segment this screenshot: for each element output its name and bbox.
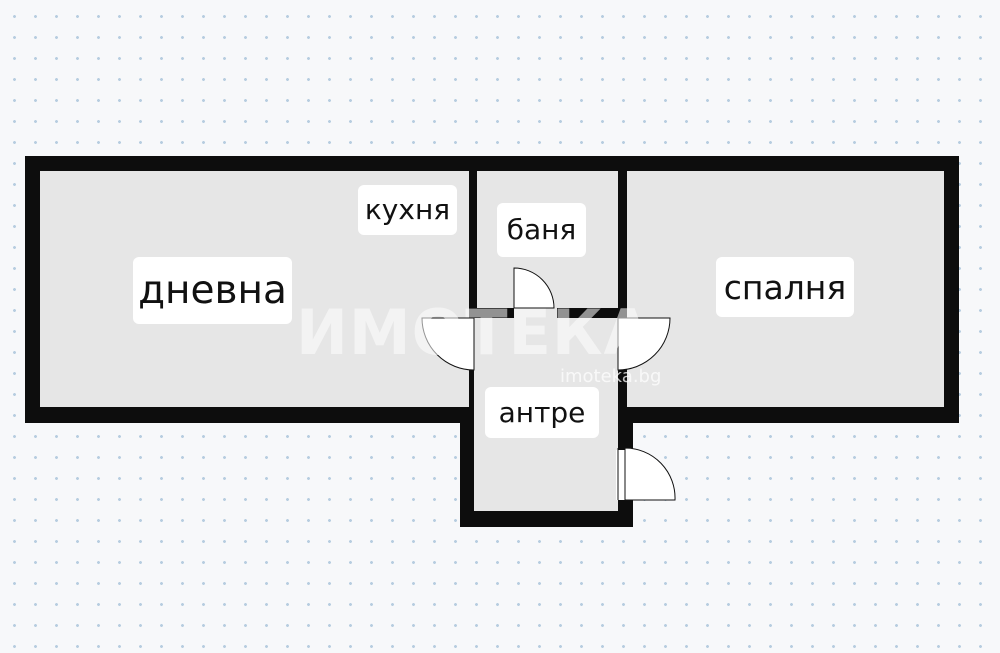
room-label-bedroom: спалня <box>716 257 854 317</box>
watermark-logo: ИМОТЕКА <box>296 296 653 369</box>
room-label-bathroom: баня <box>497 203 586 257</box>
room-label-living: дневна <box>133 257 292 324</box>
bath-door-gap <box>514 305 557 321</box>
entrance-door-swing <box>624 447 676 501</box>
bedroom-door-swing <box>617 317 671 371</box>
watermark-url: imoteka.bg <box>560 366 662 387</box>
room-label-hallway: антре <box>485 387 599 438</box>
bathroom-door-swing <box>513 267 555 309</box>
living-door-swing <box>421 317 475 371</box>
room-label-kitchen: кухня <box>358 185 457 235</box>
